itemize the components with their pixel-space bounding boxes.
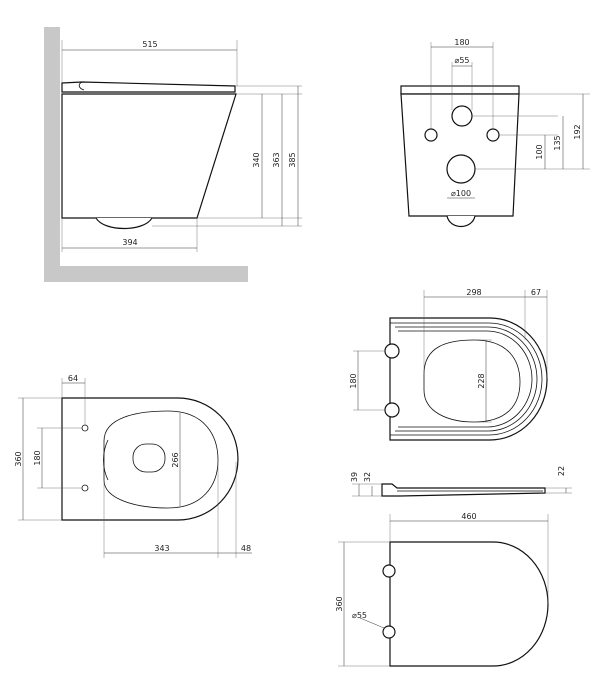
dim-top-fix-spacing: 180: [33, 450, 42, 465]
seat-top-view: 460 360 ⌀55: [335, 512, 549, 667]
dim-profile-h2: 32: [363, 472, 372, 482]
dim-rear-v1: 100: [535, 144, 544, 159]
outlet-profile: [95, 217, 153, 229]
dim-top-depth: 343: [154, 544, 169, 553]
dim-top-width: 360: [14, 451, 23, 466]
top-opening: [132, 443, 166, 473]
dim-seat-hinge-spacing: 180: [349, 373, 358, 388]
dim-rear-v3: 192: [573, 124, 582, 139]
seat-profile: 39 32 22: [350, 466, 572, 497]
seat-hinge-lower: [384, 402, 400, 418]
dim-inlet-diameter: ⌀55: [455, 56, 470, 65]
dim-top-offset: 64: [68, 374, 78, 383]
top-bowl-outline: [61, 397, 239, 521]
rear-seat-edge: [400, 85, 520, 95]
seat-profile-outline: [381, 483, 546, 497]
rear-outlet: [446, 215, 476, 228]
lid-hinge-upper: [382, 564, 396, 578]
rear-view: 180 ⌀55 ⌀100 100 135 192: [400, 38, 590, 228]
seat-outer: [389, 317, 548, 441]
dim-profile-h1: 39: [350, 472, 359, 482]
dim-rear-v2: 135: [553, 135, 562, 150]
bowl-profile: [61, 93, 237, 219]
outlet-hole: [446, 154, 476, 184]
dim-outlet-diameter: ⌀100: [451, 189, 471, 198]
dim-top-opening: 266: [171, 452, 180, 467]
dim-lid-width: 360: [335, 596, 344, 611]
dim-profile-h3: 22: [557, 466, 566, 476]
dim-seat-inner: 228: [477, 373, 486, 388]
fixing-hole-left: [424, 128, 438, 142]
dim-top-overhang: 48: [241, 544, 251, 553]
seat-hinge-upper: [384, 343, 400, 359]
dim-rear-fix-spacing: 180: [454, 38, 469, 47]
seat-view: 298 67 228 180: [349, 288, 548, 441]
top-view: 64 360 180 266 343 48: [14, 374, 252, 558]
fixing-hole-right: [486, 128, 500, 142]
dim-lid-hinge-diameter: ⌀55: [352, 611, 367, 620]
dim-seat-hinge: 67: [531, 288, 541, 297]
dim-side-h2: 363: [272, 152, 281, 167]
dim-side-h1: 340: [252, 152, 261, 167]
seat-lid-profile: [61, 81, 236, 93]
dim-seat-length: 298: [466, 288, 481, 297]
inlet-hole: [451, 105, 473, 127]
lid-outline: [389, 541, 549, 667]
dim-side-length: 515: [142, 40, 157, 49]
dim-lid-length: 460: [461, 512, 476, 521]
seat-inner-opening: [423, 339, 521, 423]
dim-side-h3: 385: [288, 152, 297, 167]
side-view: 515 394 340 363 385: [44, 27, 302, 282]
lid-hinge-lower: [382, 625, 396, 639]
dim-bowl-depth: 394: [122, 238, 137, 247]
